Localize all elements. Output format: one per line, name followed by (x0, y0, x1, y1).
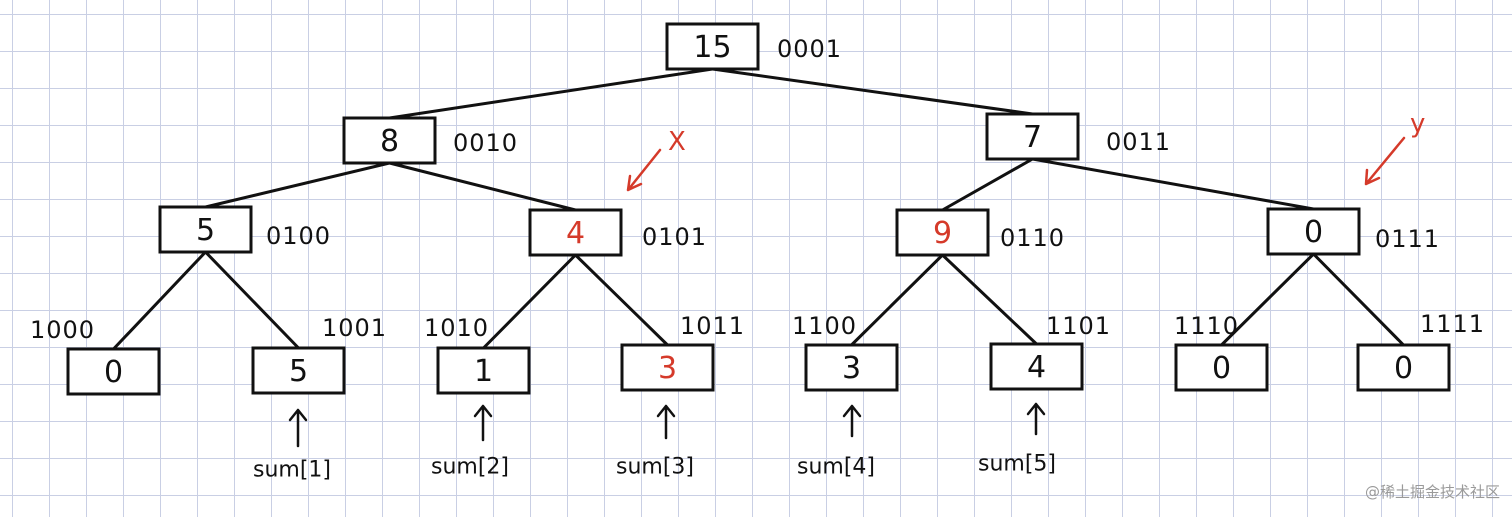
tree-edge (112, 250, 207, 351)
tree-node: 15 0001 (665, 22, 842, 71)
node-box (342, 116, 437, 165)
node-value: 15 (693, 30, 731, 65)
tree-node: 0 0111 (1266, 207, 1440, 256)
node-value: 8 (380, 124, 399, 159)
x-annotation: X (626, 127, 686, 192)
node-value: 3 (842, 351, 861, 386)
tree-edge (711, 67, 1034, 116)
up-arrow-icon (842, 404, 862, 438)
sum-annotations: sum[1] sum[2] sum[3] sum[4] sum[5] (253, 402, 1056, 483)
tree-edge (388, 67, 714, 120)
node-box (1174, 343, 1269, 392)
x-arrow-icon (626, 148, 662, 192)
tree-edge (850, 253, 944, 347)
y-arrow-icon (1364, 136, 1406, 186)
node-box (436, 346, 531, 395)
sum-label-5: sum[5] (978, 452, 1056, 477)
edges-layer (112, 67, 1405, 351)
node-binary-index: 0010 (453, 129, 518, 157)
node-value: 0 (1212, 351, 1231, 386)
tree-node: 5 1001 (251, 314, 387, 395)
tree-edge (574, 253, 669, 347)
tree-edge (482, 253, 577, 350)
node-value: 0 (1304, 215, 1323, 250)
y-annotation: y (1364, 109, 1425, 186)
node-box (158, 205, 253, 254)
node-binary-index: 0001 (777, 35, 842, 63)
node-box (989, 342, 1084, 391)
watermark: @稀土掘金技术社区 (1365, 483, 1500, 501)
node-binary-index: 1010 (424, 314, 489, 342)
node-box (804, 343, 899, 392)
sum-label-4: sum[4] (797, 455, 875, 480)
tree-node: 1 1010 (424, 314, 531, 395)
node-value: 9 (933, 216, 952, 251)
node-value: 0 (1394, 351, 1413, 386)
node-binary-index: 0110 (1000, 224, 1065, 252)
tree-edge (204, 250, 300, 350)
tree-edge (1031, 157, 1315, 211)
node-binary-index: 1100 (792, 312, 857, 340)
node-value: 4 (1027, 350, 1046, 385)
tree-edge (1220, 252, 1315, 347)
node-binary-index: 1011 (680, 312, 745, 340)
tree-edge (1312, 252, 1405, 347)
tree-edge (941, 253, 1038, 346)
node-value: 0 (104, 355, 123, 390)
node-value: 5 (196, 213, 215, 248)
tree-edge (388, 161, 577, 212)
node-binary-index: 0100 (266, 222, 331, 250)
tree-node: 0 1000 (30, 316, 161, 396)
tree-node: 0 1110 (1174, 312, 1269, 392)
node-box (251, 346, 346, 395)
tree-edge (204, 161, 391, 209)
node-box (1356, 343, 1451, 392)
node-value: 7 (1023, 120, 1042, 155)
node-box (66, 347, 161, 396)
tree-node: 7 0011 (985, 112, 1171, 161)
sum-label-1: sum[1] (253, 458, 331, 483)
node-binary-index: 1101 (1046, 312, 1111, 340)
tree-node: 8 0010 (342, 116, 518, 165)
node-value: 5 (289, 354, 308, 389)
tree-node: 3 1100 (792, 312, 899, 392)
node-binary-index: 0111 (1375, 225, 1440, 253)
node-box (620, 343, 715, 392)
tree-node: 9 0110 (895, 208, 1065, 257)
node-box (1266, 207, 1361, 256)
node-value: 3 (658, 351, 677, 386)
tree-edge (941, 157, 1034, 212)
node-binary-index: 0011 (1106, 128, 1171, 156)
sum-label-3: sum[3] (616, 455, 694, 480)
sum-label-2: sum[2] (431, 455, 509, 480)
node-box (985, 112, 1080, 161)
up-arrow-icon (288, 408, 308, 448)
node-box (665, 22, 760, 71)
up-arrow-icon (1026, 402, 1046, 436)
up-arrow-icon (473, 404, 493, 442)
tree-node: 5 0100 (158, 205, 331, 254)
node-box (895, 208, 990, 257)
node-binary-index: 1000 (30, 316, 95, 344)
node-value: 1 (474, 354, 493, 389)
node-value: 4 (566, 216, 585, 251)
y-label: y (1410, 109, 1425, 139)
node-binary-index: 0101 (642, 223, 707, 251)
node-binary-index: 1110 (1174, 312, 1239, 340)
node-binary-index: 1111 (1420, 310, 1485, 338)
x-label: X (668, 127, 686, 157)
node-box (528, 208, 623, 257)
node-binary-index: 1001 (322, 314, 387, 342)
up-arrow-icon (656, 404, 676, 440)
tree-node: 4 0101 (528, 208, 707, 257)
